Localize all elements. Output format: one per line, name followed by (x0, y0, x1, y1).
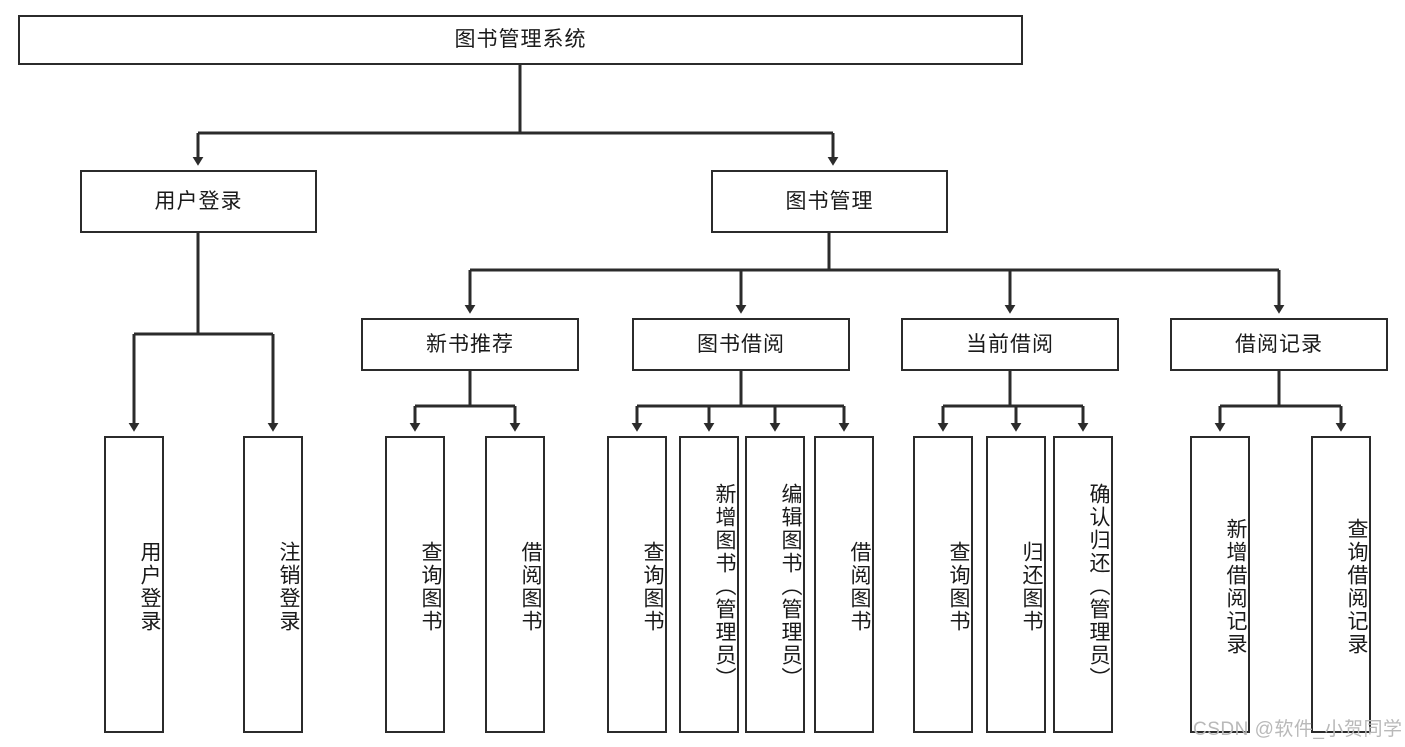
leaf-user-login[interactable]: 用户登录 (104, 436, 164, 733)
node-label: 编辑图书（管理员） (779, 483, 802, 690)
node-label: 归还图书 (1020, 540, 1043, 633)
leaf-borrow-add-book-admin[interactable]: 新增图书（管理员） (679, 436, 739, 733)
node-book-borrow[interactable]: 图书借阅 (632, 318, 850, 371)
edge-user-login-to-leaves (128, 233, 279, 432)
node-borrow-record[interactable]: 借阅记录 (1170, 318, 1388, 371)
node-label: 查询图书 (419, 540, 442, 633)
node-label: 图书管理系统 (454, 28, 587, 52)
edge-book-manage-to-level2 (464, 233, 1285, 314)
leaf-borrow-query-book[interactable]: 查询图书 (607, 436, 667, 733)
node-label: 查询借阅记录 (1345, 517, 1368, 656)
watermark-text: CSDN @软件_小贺同学 (1193, 719, 1403, 740)
node-label: 注销登录 (277, 540, 300, 633)
node-label: 确认归还（管理员） (1087, 483, 1110, 690)
node-label: 借阅记录 (1235, 332, 1323, 356)
node-label: 新增图书（管理员） (713, 483, 736, 690)
edge-borrow-to-leaves (631, 371, 850, 432)
node-user-login[interactable]: 用户登录 (80, 170, 317, 233)
edge-newbook-to-leaves (409, 371, 521, 432)
edge-current-to-leaves (937, 371, 1089, 432)
leaf-borrow-borrow-book[interactable]: 借阅图书 (814, 436, 874, 733)
node-label: 新增借阅记录 (1224, 517, 1247, 656)
node-label: 用户登录 (154, 189, 243, 213)
node-book-management[interactable]: 图书管理 (711, 170, 948, 233)
node-label: 当前借阅 (966, 332, 1054, 356)
leaf-record-add-record[interactable]: 新增借阅记录 (1190, 436, 1250, 733)
edge-root-to-level1 (192, 65, 839, 166)
leaf-current-return-book[interactable]: 归还图书 (986, 436, 1046, 733)
node-label: 借阅图书 (848, 540, 871, 633)
leaf-user-logout[interactable]: 注销登录 (243, 436, 303, 733)
leaf-newbook-borrow-book[interactable]: 借阅图书 (485, 436, 545, 733)
node-root-system[interactable]: 图书管理系统 (18, 15, 1023, 65)
leaf-record-query-record[interactable]: 查询借阅记录 (1311, 436, 1371, 733)
leaf-current-confirm-return-admin[interactable]: 确认归还（管理员） (1053, 436, 1113, 733)
node-label: 用户登录 (138, 540, 161, 633)
leaf-borrow-edit-book-admin[interactable]: 编辑图书（管理员） (745, 436, 805, 733)
node-label: 借阅图书 (519, 540, 542, 633)
node-label: 查询图书 (641, 540, 664, 633)
node-label: 新书推荐 (426, 332, 514, 356)
node-label: 图书借阅 (697, 332, 785, 356)
leaf-newbook-query-book[interactable]: 查询图书 (385, 436, 445, 733)
node-new-book-recommend[interactable]: 新书推荐 (361, 318, 579, 371)
edge-record-to-leaves (1214, 371, 1347, 432)
leaf-current-query-book[interactable]: 查询图书 (913, 436, 973, 733)
node-current-borrow[interactable]: 当前借阅 (901, 318, 1119, 371)
node-label: 图书管理 (785, 189, 874, 213)
node-label: 查询图书 (947, 540, 970, 633)
